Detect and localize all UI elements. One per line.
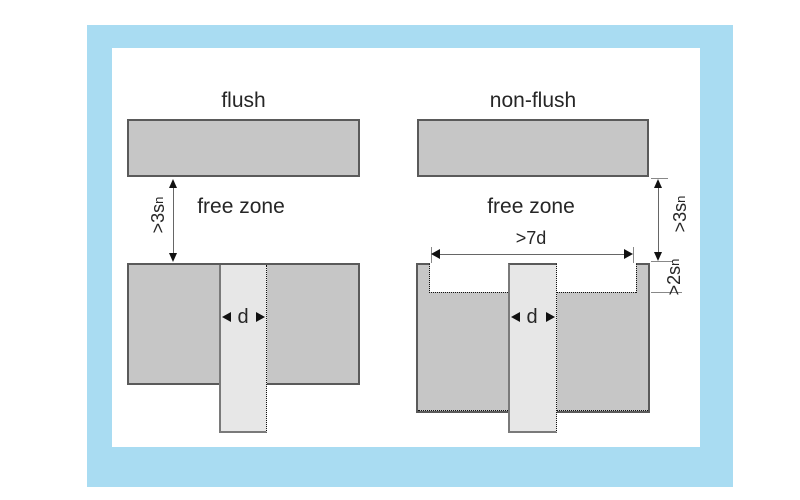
target-plate-nonflush xyxy=(417,119,649,177)
arrowhead-right-icon xyxy=(546,312,555,322)
non-flush-title: non-flush xyxy=(489,89,577,112)
arrowhead-right-icon xyxy=(624,249,633,259)
arrowhead-left-icon xyxy=(431,249,440,259)
mounting-wall-right xyxy=(636,263,650,293)
arrowhead-left-icon xyxy=(511,312,520,322)
dim-2sn-sub: n xyxy=(666,258,682,266)
extension-line-target xyxy=(651,178,668,179)
arrowhead-right-icon xyxy=(256,312,265,322)
mounting-wall-left xyxy=(416,263,430,293)
arrowhead-up-icon xyxy=(654,179,662,188)
sensor-barrel-flush xyxy=(219,265,267,433)
sensor-barrel-nonflush xyxy=(508,263,557,433)
free-zone-label-flush: free zone xyxy=(197,195,285,218)
arrowhead-up-icon xyxy=(169,179,177,188)
arrowhead-down-icon xyxy=(169,253,177,262)
dim-d-label-flush: d xyxy=(237,306,249,328)
free-zone-dimension-line-flush xyxy=(173,181,174,260)
free-zone-dimension-line-nonflush xyxy=(658,181,659,259)
dim-3sn-sub: n xyxy=(150,196,166,204)
target-plate-flush xyxy=(127,119,360,177)
extension-tick-right xyxy=(633,247,634,263)
recess-width-dimension-line xyxy=(433,254,631,255)
dim-2sn-main: >2s xyxy=(663,265,684,296)
extension-line-recess-floor xyxy=(651,292,682,293)
arrowhead-left-icon xyxy=(222,312,231,322)
extension-line-sensor-face xyxy=(651,261,673,262)
dim-3sn-sub: n xyxy=(672,195,688,203)
dim-7d-label: >7d xyxy=(515,228,547,248)
dim-3sn-main: >3s xyxy=(669,202,690,233)
free-zone-label-nonflush: free zone xyxy=(487,195,575,218)
dim-d-label-nonflush: d xyxy=(526,306,538,328)
flush-title: flush xyxy=(221,89,266,112)
arrowhead-down-icon xyxy=(654,252,662,261)
